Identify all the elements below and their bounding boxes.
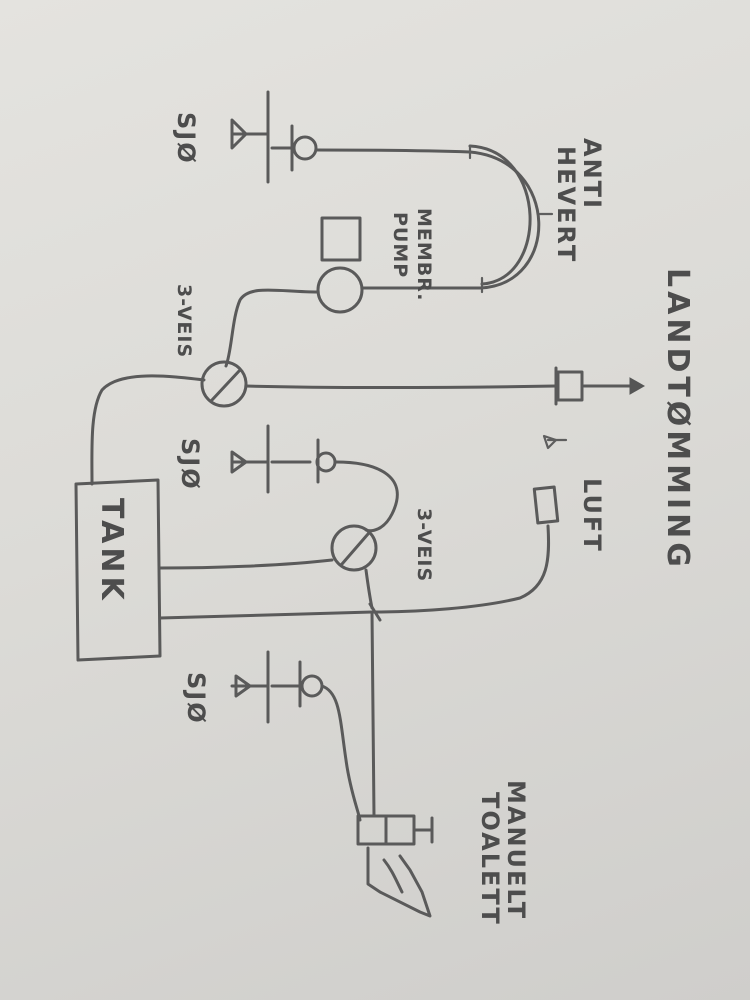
deck-fitting xyxy=(554,366,646,406)
label-anti-hevert-line1: ANTI xyxy=(578,138,606,210)
membrane-pump xyxy=(224,216,482,368)
sea-inlet-bottom xyxy=(230,650,302,724)
label-sjo-bottom: SJØ xyxy=(182,672,210,725)
label-tank: TANK xyxy=(94,498,129,604)
label-toilet-line2: TOALETT xyxy=(476,792,504,926)
anti-siphon-loop xyxy=(468,144,554,294)
label-anti-hevert-line2: HEVERT xyxy=(552,146,580,263)
seacock-middle xyxy=(315,438,399,533)
sea-outlet-middle xyxy=(230,424,312,494)
seacock-top xyxy=(290,124,472,172)
label-valve-top: 3-VEIS xyxy=(173,284,195,358)
manual-toilet xyxy=(356,814,434,918)
sea-outlet-top xyxy=(230,90,294,184)
label-luft: LUFT xyxy=(578,478,606,553)
vent xyxy=(370,434,568,614)
holding-tank xyxy=(74,478,162,662)
label-sjo-top: SJØ xyxy=(172,112,200,165)
label-membranpump-line2: PUMP xyxy=(389,212,411,278)
label-membranpump-line1: MEMBR. xyxy=(413,208,435,301)
three-way-valve-middle xyxy=(158,524,378,610)
tank-lines xyxy=(158,602,382,622)
three-way-valve-top xyxy=(90,360,558,486)
label-toilet-line1: MANUELT xyxy=(502,780,530,920)
label-sjo-middle: SJØ xyxy=(176,438,204,491)
seacock-bottom xyxy=(298,660,362,822)
label-landtomming: LANDTØMMING xyxy=(660,268,695,571)
toilet-discharge-line xyxy=(370,610,376,818)
label-valve-middle: 3-VEIS xyxy=(413,508,435,582)
